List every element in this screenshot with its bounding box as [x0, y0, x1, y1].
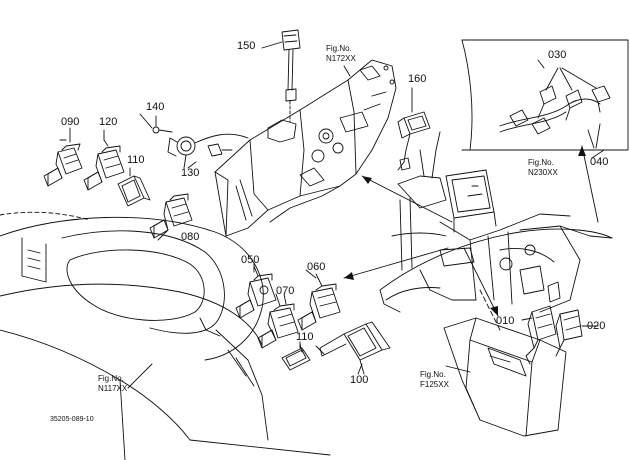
- part-010-switch: [525, 305, 557, 365]
- tractor-cab-region: [379, 131, 613, 313]
- figure-ref-n117: Fig.No. N117XX: [98, 374, 127, 394]
- location-arrows: [343, 145, 599, 317]
- part-120-switch: [83, 139, 125, 191]
- callout-120: 120: [99, 116, 118, 128]
- console-f125: [443, 317, 567, 437]
- part-150-switch: [261, 29, 301, 123]
- part-110-plate-lower: [281, 341, 311, 371]
- figure-ref-label: Fig.No.: [528, 158, 554, 167]
- callout-060: 060: [307, 261, 326, 273]
- callout-150: 150: [237, 40, 256, 52]
- callout-100: 100: [350, 374, 369, 386]
- figure-ref-label: Fig.No.: [98, 374, 124, 383]
- figure-ref-code: N230XX: [528, 168, 558, 177]
- part-130-socket: [167, 133, 249, 169]
- figure-ref-n172: Fig.No. N172XX: [326, 44, 356, 64]
- figure-ref-code: N117XX: [98, 384, 128, 393]
- part-060-switch: [297, 273, 341, 331]
- callout-070: 070: [276, 285, 295, 297]
- figure-ref-n230: Fig.No. N230XX: [528, 158, 558, 178]
- part-020-switch: [555, 309, 583, 357]
- part-070-switch: [257, 293, 299, 349]
- fender-seat-outline: [0, 211, 331, 460]
- harness-inset: [461, 39, 629, 151]
- callout-030: 030: [548, 49, 567, 61]
- callout-040: 040: [590, 156, 609, 168]
- figure-ref-code: N172XX: [326, 54, 356, 63]
- figure-ref-label: Fig.No.: [420, 370, 446, 379]
- part-090-switch: [43, 139, 83, 187]
- callout-080: 080: [181, 231, 200, 243]
- part-160-switch: [397, 87, 431, 171]
- figure-ref-f125: Fig.No. F125XX: [420, 370, 449, 390]
- part-110-plate-upper: [117, 167, 151, 207]
- callout-140: 140: [146, 101, 165, 113]
- callout-160: 160: [408, 73, 427, 85]
- leader-lines: [69, 59, 605, 389]
- figure-ref-code: F125XX: [420, 380, 449, 389]
- callout-050: 050: [241, 254, 260, 266]
- callout-090: 090: [61, 116, 80, 128]
- part-050-switch: [235, 265, 277, 319]
- dash-console-housing: [214, 59, 397, 237]
- callout-010: 010: [496, 315, 515, 327]
- callout-110-upper: 110: [127, 154, 145, 166]
- callout-110-lower: 110: [296, 331, 314, 343]
- callout-130: 130: [181, 167, 200, 179]
- document-id: 35205-089-10: [50, 416, 94, 423]
- part-100-switch: [315, 321, 391, 375]
- part-140-screw: [152, 115, 173, 134]
- figure-ref-label: Fig.No.: [326, 44, 352, 53]
- callout-020: 020: [587, 320, 606, 332]
